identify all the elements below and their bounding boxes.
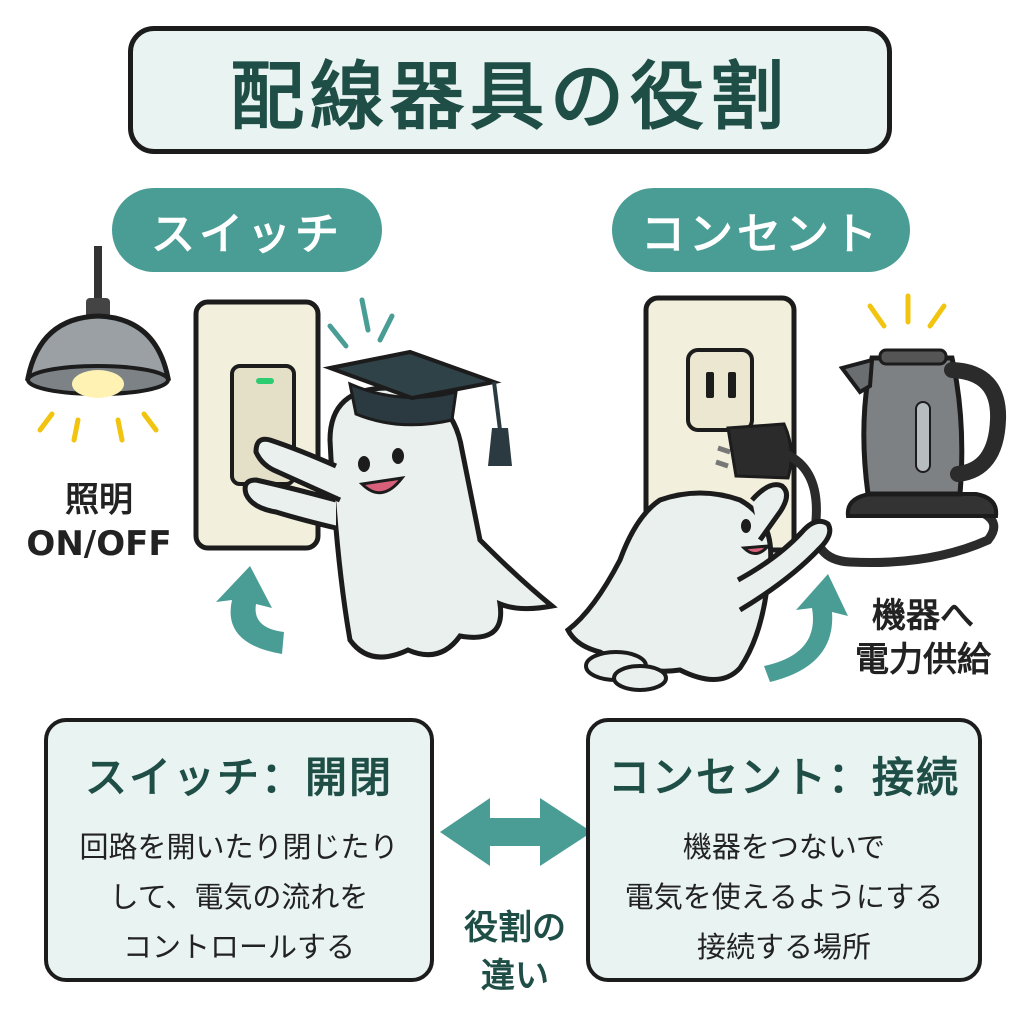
switch-card-title: スイッチ：開閉 bbox=[84, 753, 393, 802]
switch-card-line: 回路を開いたり閉じたり bbox=[79, 830, 399, 864]
curved-arrow-right-icon bbox=[764, 574, 848, 682]
outlet-pill-label: コンセント bbox=[641, 209, 881, 260]
outlet-card-body: 機器をつないで 電気を使えるようにする 接続する場所 bbox=[590, 822, 978, 972]
title-box: 配線器具の役割 bbox=[128, 26, 892, 154]
light-label: 照明 ON/OFF bbox=[14, 478, 184, 566]
difference-label-line-1: 役割の bbox=[464, 908, 566, 948]
double-arrow-icon bbox=[440, 798, 592, 866]
device-label-line-2: 電力供給 bbox=[855, 640, 991, 680]
switch-card-line: コントロールする bbox=[122, 930, 355, 964]
light-label-line-2: ON/OFF bbox=[26, 524, 172, 564]
curved-arrow-left-icon bbox=[216, 566, 284, 654]
power-plug-icon bbox=[715, 422, 999, 567]
switch-card-body: 回路を開いたり閉じたり して、電気の流れを コントロールする bbox=[48, 822, 430, 972]
difference-label-line-2: 違い bbox=[481, 956, 549, 996]
switch-card: スイッチ：開閉 回路を開いたり閉じたり して、電気の流れを コントロールする bbox=[44, 718, 434, 982]
switch-pill-label: スイッチ bbox=[151, 209, 343, 260]
outlet-card-title: コンセント：接続 bbox=[607, 753, 960, 802]
outlet-card-line: 電気を使えるようにする bbox=[624, 880, 944, 914]
outlet-card-line: 接続する場所 bbox=[696, 930, 871, 964]
switch-pill: スイッチ bbox=[112, 188, 382, 272]
pendant-lamp-icon bbox=[24, 246, 172, 443]
device-label-line-1: 機器へ bbox=[872, 596, 974, 636]
ghost-helper-icon bbox=[564, 482, 833, 692]
outlet-card: コンセント：接続 機器をつないで 電気を使えるようにする 接続する場所 bbox=[586, 718, 982, 982]
page-title: 配線器具の役割 bbox=[230, 53, 790, 140]
light-label-line-1: 照明 bbox=[65, 480, 133, 520]
switch-card-line: して、電気の流れを bbox=[109, 880, 369, 914]
ghost-scholar-icon bbox=[242, 297, 558, 660]
outlet-pill: コンセント bbox=[612, 188, 910, 272]
difference-label: 役割の 違い bbox=[440, 904, 590, 1000]
wall-outlet-icon bbox=[643, 295, 797, 553]
electric-kettle-icon bbox=[838, 293, 1007, 518]
device-label: 機器へ 電力供給 bbox=[838, 594, 1008, 682]
outlet-card-line: 機器をつないで bbox=[682, 830, 886, 864]
